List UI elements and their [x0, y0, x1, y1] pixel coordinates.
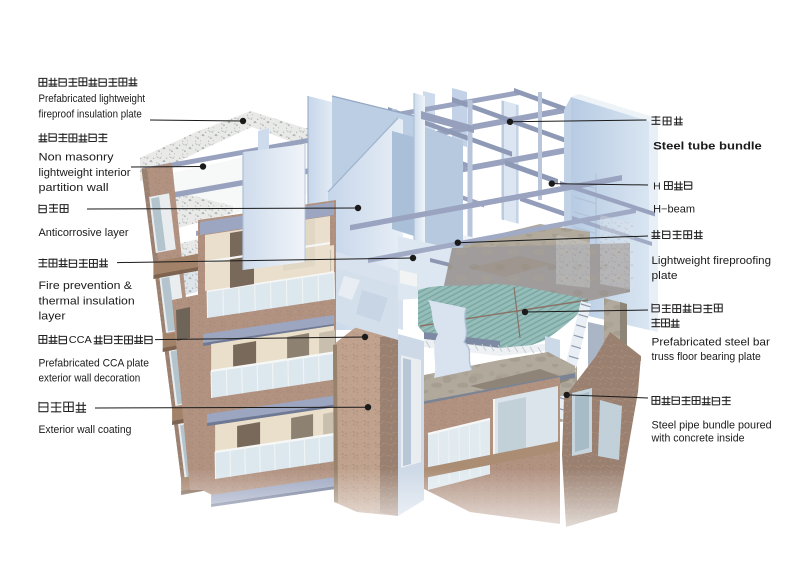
svg-text:Fire prevention &: Fire prevention &	[39, 280, 133, 292]
svg-text:Prefabricated steel bar: Prefabricated steel bar	[652, 337, 771, 349]
svg-text:CCA: CCA	[69, 334, 92, 346]
svg-text:Non masonry: Non masonry	[39, 152, 115, 164]
svg-text:truss floor bearing plate: truss floor bearing plate	[652, 351, 761, 363]
svg-text:H: H	[653, 180, 661, 192]
svg-text:Steel pipe bundle poured: Steel pipe bundle poured	[652, 420, 772, 432]
svg-text:Prefabricated CCA plate: Prefabricated CCA plate	[39, 358, 150, 370]
svg-text:Prefabricated lightweight: Prefabricated lightweight	[39, 93, 146, 105]
svg-text:thermal insulation: thermal insulation	[39, 295, 135, 307]
svg-text:Exterior wall coating: Exterior wall coating	[39, 424, 132, 436]
svg-text:plate: plate	[652, 270, 678, 282]
svg-text:Lightweight fireproofing: Lightweight fireproofing	[652, 255, 772, 267]
svg-text:exterior wall decoration: exterior wall decoration	[39, 372, 141, 384]
svg-text:lightweight interior: lightweight interior	[39, 167, 131, 179]
svg-text:partition wall: partition wall	[39, 182, 109, 194]
svg-text:Steel tube bundle: Steel tube bundle	[653, 141, 762, 153]
svg-text:fireproof insulation plate: fireproof insulation plate	[39, 109, 142, 121]
svg-text:H−beam: H−beam	[653, 204, 695, 216]
svg-text:layer: layer	[39, 311, 67, 323]
svg-text:with concrete inside: with concrete inside	[651, 433, 745, 445]
svg-text:Anticorrosive layer: Anticorrosive layer	[39, 227, 129, 239]
